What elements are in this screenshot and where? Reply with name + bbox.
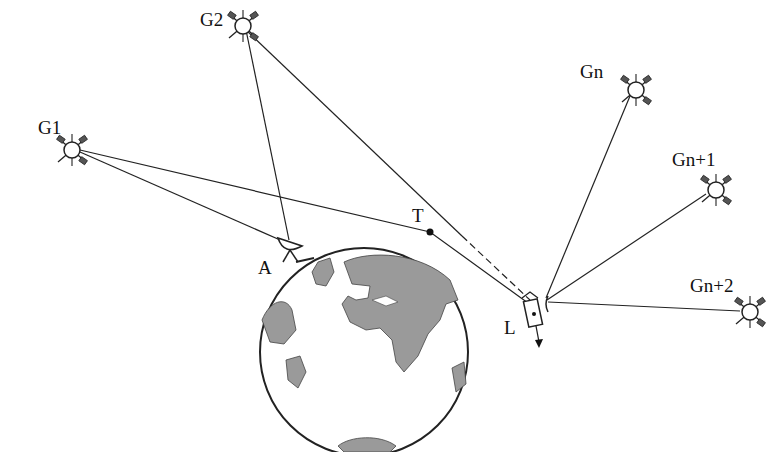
satellite-label: Gn+2 bbox=[690, 276, 733, 295]
satellite-label: G2 bbox=[200, 10, 223, 29]
point-marker bbox=[427, 229, 434, 236]
satellite-label: Gn bbox=[580, 62, 603, 81]
point-label: T bbox=[412, 206, 424, 225]
spacecraft-label: L bbox=[504, 318, 516, 337]
satellite-label: G1 bbox=[38, 118, 61, 137]
satellite-label: Gn+1 bbox=[672, 150, 715, 169]
antenna-label: A bbox=[258, 258, 272, 277]
earth bbox=[260, 248, 468, 452]
ground-antenna bbox=[278, 238, 314, 262]
spacecraft bbox=[522, 292, 548, 348]
